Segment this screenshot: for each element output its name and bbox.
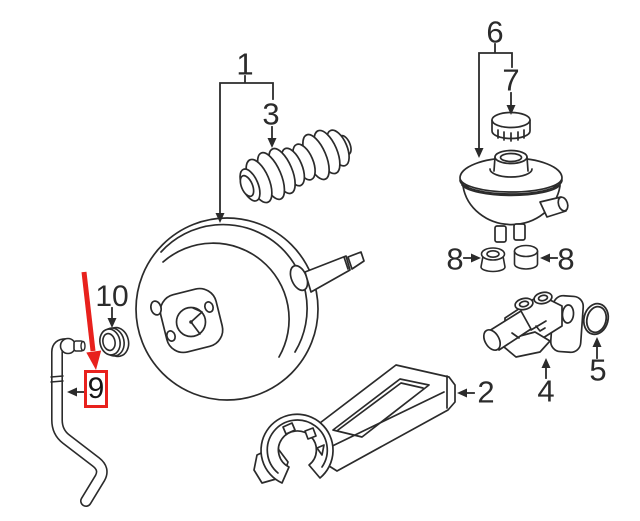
arrowhead-8-left-icon bbox=[471, 253, 481, 263]
arrowhead-1-icon bbox=[215, 213, 225, 223]
callout-6-label[interactable]: 6 bbox=[486, 14, 504, 50]
bellows-drawing bbox=[239, 129, 352, 204]
arrowhead-9-icon bbox=[67, 387, 77, 397]
booster-drawing bbox=[135, 217, 365, 401]
callout-10-label[interactable]: 10 bbox=[95, 280, 129, 313]
arrowhead-6-icon bbox=[474, 148, 484, 158]
arrowhead-8-right-icon bbox=[540, 253, 550, 263]
callout-5-label[interactable]: 5 bbox=[589, 352, 607, 388]
seal-ring-drawing bbox=[582, 302, 610, 336]
reservoir-cap-drawing bbox=[491, 111, 531, 142]
red-pointer-arrow-icon bbox=[81, 271, 102, 370]
callout-8-right-label[interactable]: 8 bbox=[557, 241, 575, 277]
leader-6 bbox=[478, 43, 513, 150]
callout-8-left-label[interactable]: 8 bbox=[446, 241, 464, 277]
arrowhead-3-icon bbox=[267, 138, 277, 148]
callout-1-label[interactable]: 1 bbox=[236, 46, 254, 82]
grommet-8-drawing bbox=[480, 247, 506, 273]
highlight-box: 9 bbox=[84, 370, 108, 408]
reservoir-drawing bbox=[459, 149, 569, 243]
callout-2-label[interactable]: 2 bbox=[477, 374, 495, 410]
callout-4-label[interactable]: 4 bbox=[537, 373, 555, 409]
grommet-10-drawing bbox=[99, 326, 130, 358]
arrowhead-5-icon bbox=[592, 337, 602, 347]
callout-leader-lines bbox=[75, 43, 598, 394]
hose-drawing bbox=[50, 337, 108, 507]
callout-arrowheads bbox=[67, 105, 602, 398]
arrowhead-2-icon bbox=[457, 388, 467, 398]
arrowhead-4-icon bbox=[541, 358, 551, 368]
arrowhead-10-icon bbox=[107, 318, 117, 328]
master-cylinder-drawing bbox=[482, 291, 585, 358]
callout-7-label[interactable]: 7 bbox=[502, 62, 520, 98]
bracket-drawing bbox=[253, 364, 456, 484]
arrowhead-7-icon bbox=[506, 105, 516, 115]
leader-1 bbox=[219, 75, 274, 215]
cap-8-drawing bbox=[513, 244, 539, 270]
callout-9-label[interactable]: 9 bbox=[87, 372, 105, 405]
callout-3-label[interactable]: 3 bbox=[262, 96, 280, 132]
